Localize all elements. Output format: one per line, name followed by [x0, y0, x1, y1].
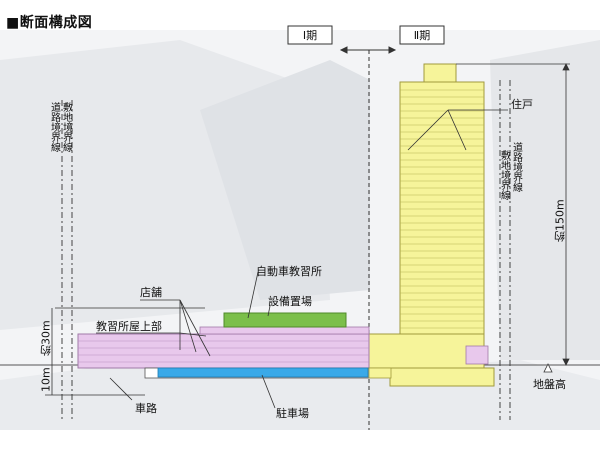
- parking-label: 駐車場: [276, 406, 309, 420]
- phase-divider-arrow: [339, 46, 397, 54]
- left-boundary-label-2: 道路境界線: [49, 101, 61, 152]
- podium-building: [77, 312, 392, 379]
- right-boundary-label-1: 敷地境界線: [499, 149, 511, 200]
- phase-1-box: Ⅰ期: [287, 25, 333, 45]
- left-boundary-label-1: 敷地境界線: [61, 101, 73, 152]
- depth-10-label: 10m: [40, 367, 53, 392]
- equipment-yard-label: 設備置場: [268, 294, 312, 308]
- right-boundary-label-2: 道路境界線: [511, 141, 523, 192]
- leader-lines: [96, 109, 508, 409]
- height-150-dimension: [456, 63, 570, 366]
- phase-2-box: Ⅱ期: [399, 25, 445, 45]
- road-label: 車路: [135, 401, 157, 415]
- phase-1-label: Ⅰ期: [303, 29, 317, 42]
- left-boundary-lines: [61, 100, 73, 420]
- school-roof-label: 教習所屋上部: [96, 319, 162, 333]
- residence-label: 住戸: [511, 97, 533, 111]
- ground-level-label: 地盤高: [533, 377, 566, 391]
- phase-2-label: Ⅱ期: [414, 29, 430, 42]
- shops-label: 店舗: [140, 285, 162, 299]
- driving-school-label: 自動車教習所: [256, 264, 322, 278]
- page-title: ■断面構成図: [6, 15, 93, 31]
- right-boundary-lines: [499, 80, 511, 420]
- residential-tower: [368, 63, 495, 387]
- ground-level-marker: [543, 363, 553, 373]
- height-150-label: 約150m: [554, 199, 567, 243]
- height-30-label: 約30m: [40, 320, 53, 357]
